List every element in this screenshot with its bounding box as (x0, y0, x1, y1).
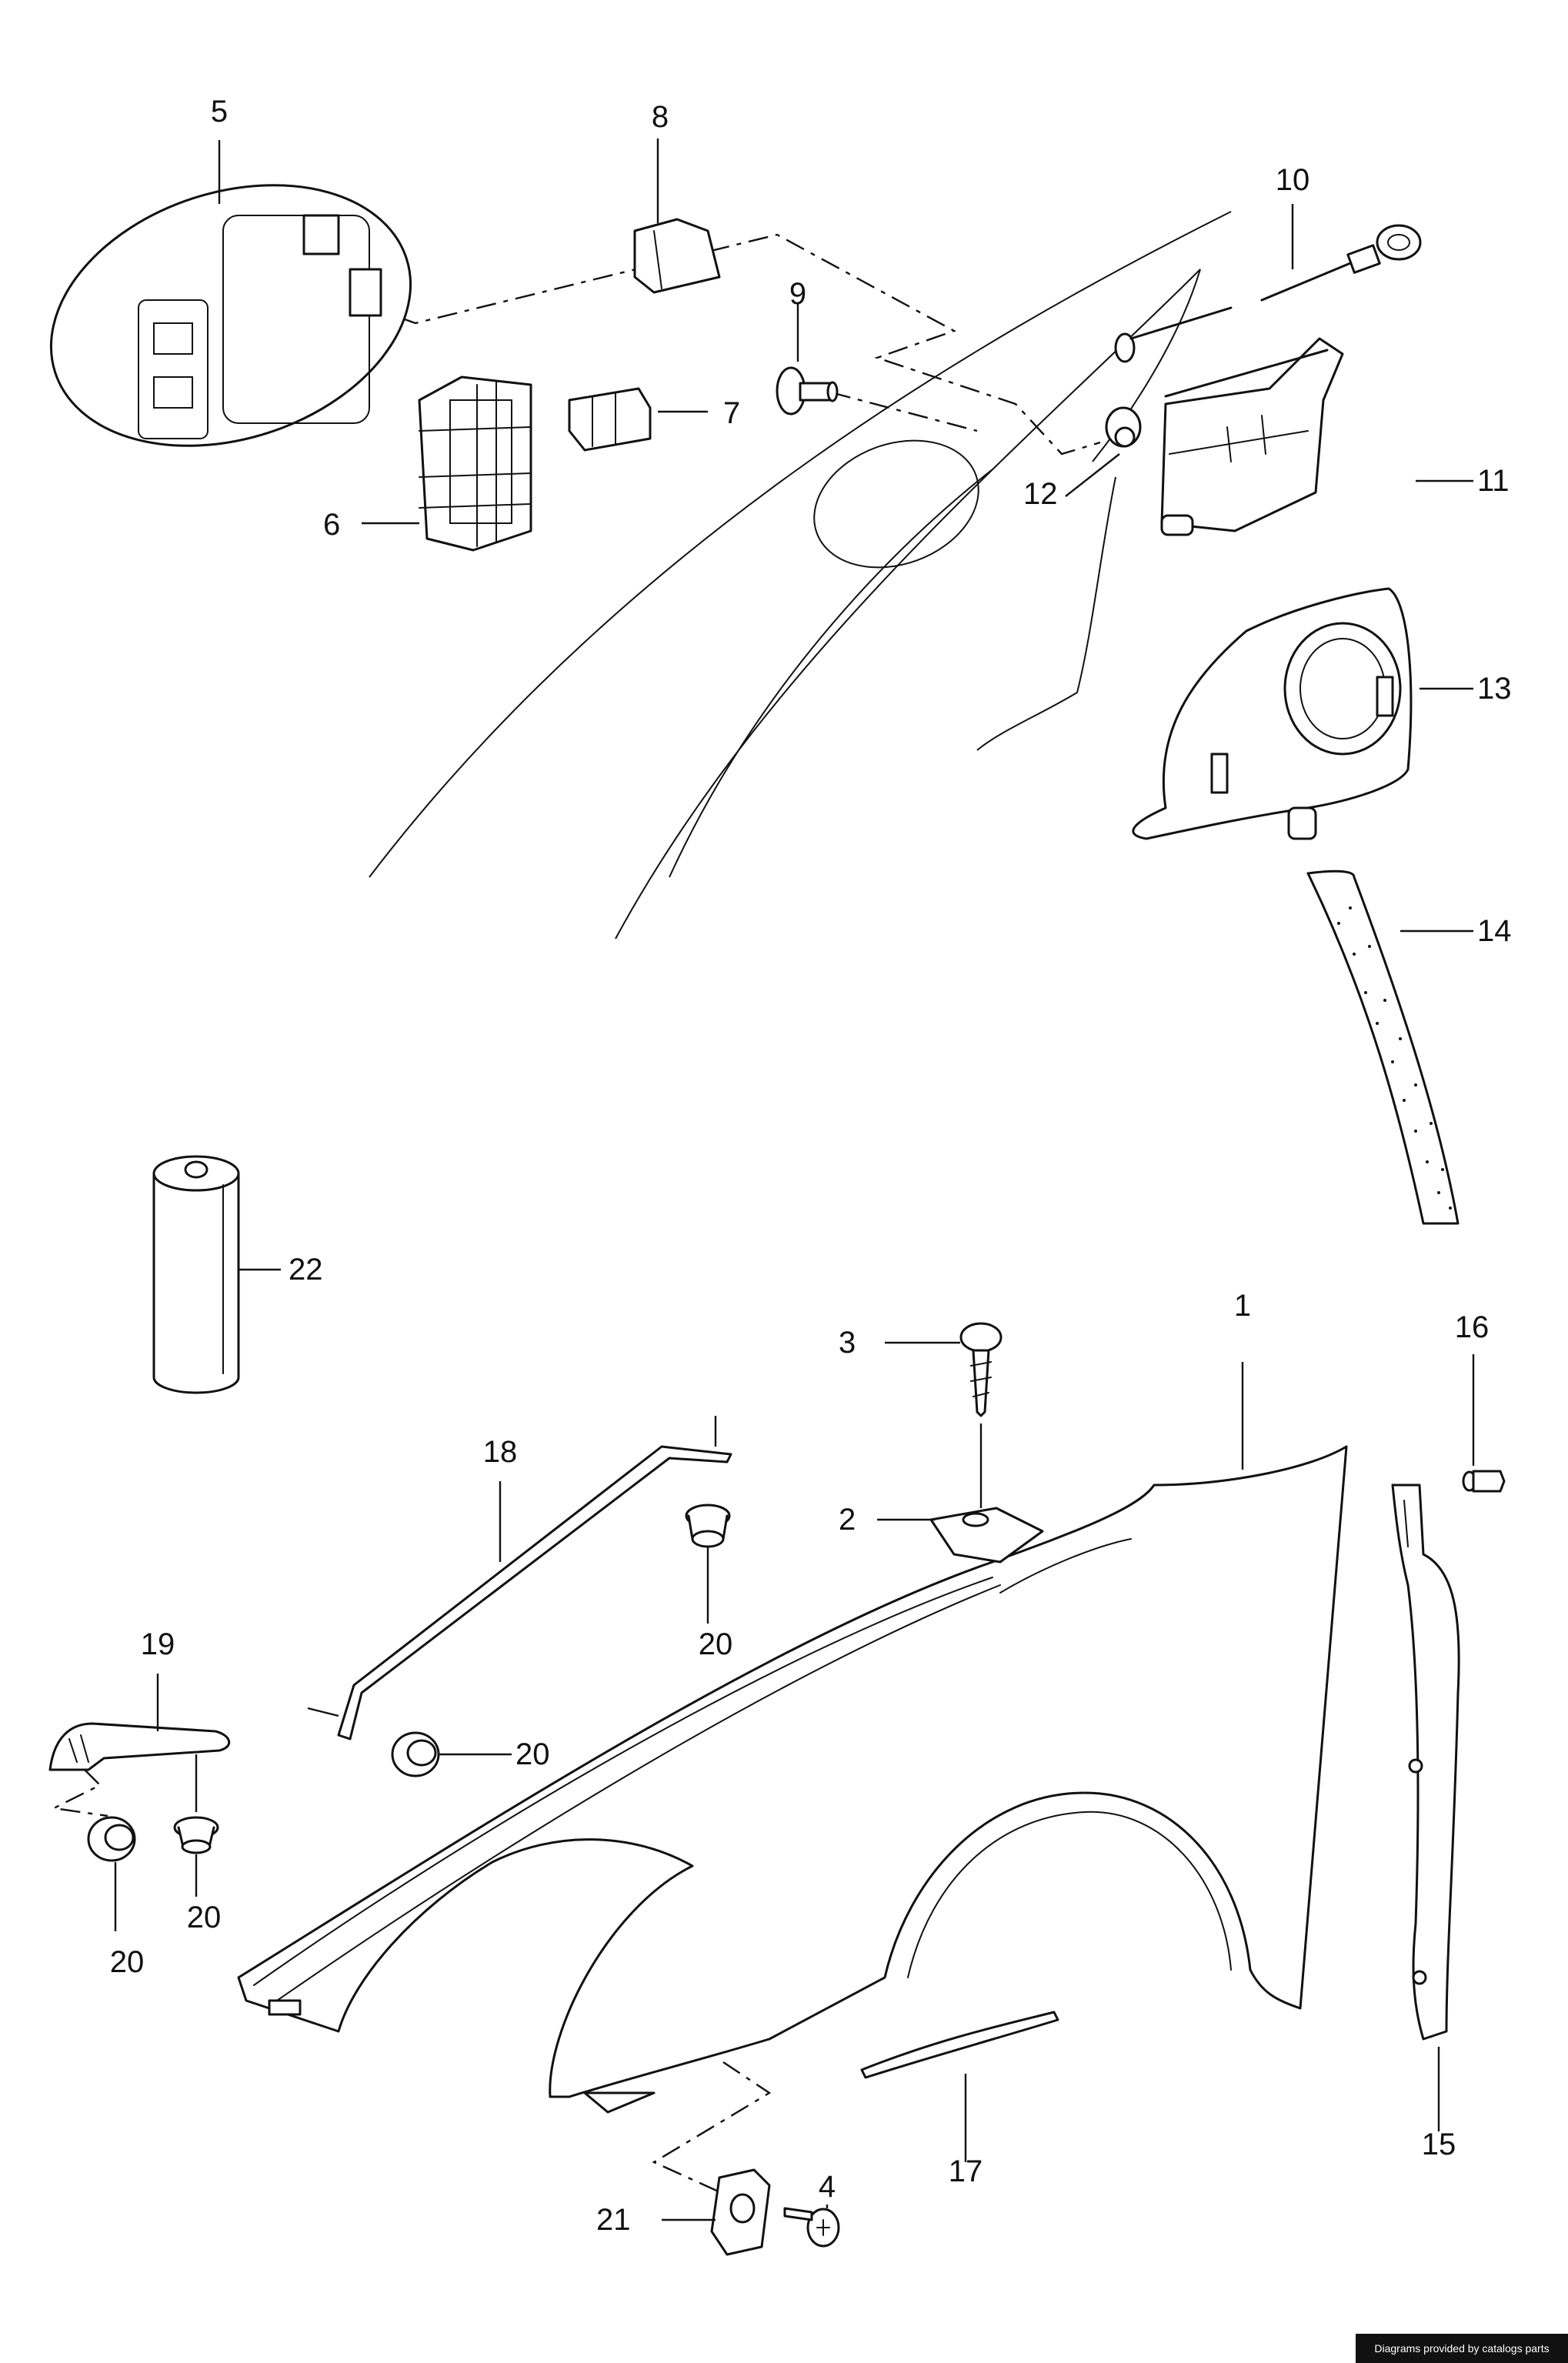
leader-lines (114, 139, 1475, 2221)
part-13-fuel-housing (1132, 587, 1413, 840)
credit-bar: Diagrams provided by catalogs parts (1356, 2334, 1568, 2363)
part-12-grommet (1105, 406, 1142, 448)
callout-11: 11 (1477, 464, 1510, 498)
callout-19: 19 (141, 1627, 175, 1661)
callout-20-b: 20 (515, 1737, 550, 1771)
callout-22: 22 (289, 1253, 323, 1287)
part-21-clip-nut (710, 2168, 771, 2256)
callout-3: 3 (839, 1326, 856, 1360)
callout-5: 5 (211, 95, 228, 128)
callout-7: 7 (723, 396, 740, 430)
callout-6: 6 (323, 508, 340, 542)
callout-21: 21 (596, 2203, 631, 2237)
part-6-bracket (418, 375, 532, 552)
part-1-front-fender (237, 1445, 1348, 2114)
part-2-clip-nut (929, 1507, 1044, 1564)
part-14-hose (1306, 869, 1460, 1225)
body-outline-lines (369, 211, 1232, 940)
part-18-strut (307, 1416, 732, 1741)
part-20-nut-b (391, 1731, 440, 1777)
part-20-nut-c (87, 1816, 136, 1862)
part-4-screw (783, 2207, 840, 2248)
callout-20-c: 20 (187, 1901, 222, 1934)
part-15-liner (1391, 1484, 1460, 2041)
part-7-clip (568, 387, 652, 452)
callout-15: 15 (1422, 2128, 1456, 2161)
part-20-nut-d (173, 1816, 219, 1854)
callout-13: 13 (1477, 672, 1512, 706)
credit-text: Diagrams provided by catalogs parts (1374, 2342, 1550, 2355)
part-11-actuator (1160, 337, 1344, 536)
callout-8: 8 (652, 100, 669, 134)
part-5-fuel-flap (49, 184, 412, 447)
callout-20-a: 20 (699, 1627, 733, 1661)
callout-numbers: 5 8 10 9 7 6 11 12 13 14 22 1 16 3 18 2 … (110, 95, 1512, 2237)
part-8-cap (633, 218, 721, 294)
part-9-pin (776, 366, 839, 416)
callout-12: 12 (1023, 477, 1058, 511)
callout-14: 14 (1477, 914, 1512, 948)
part-20-nut-a (685, 1504, 731, 1624)
callout-20-d: 20 (110, 1945, 145, 1979)
callout-10: 10 (1276, 163, 1310, 197)
assembly-dash-lines (51, 233, 1101, 2202)
part-22-cartridge (152, 1155, 240, 1394)
callout-17: 17 (949, 2154, 983, 2188)
callout-18: 18 (483, 1435, 518, 1469)
part-3-screw (959, 1322, 1003, 1508)
callout-1: 1 (1234, 1289, 1251, 1323)
callout-4: 4 (819, 2170, 836, 2204)
callout-16: 16 (1455, 1310, 1490, 1344)
part-16-clip (1462, 1470, 1506, 1493)
callout-2: 2 (839, 1503, 856, 1537)
part-17-trim-strip (860, 2011, 1059, 2079)
part-10-cable (1114, 224, 1422, 363)
callout-9: 9 (789, 277, 806, 311)
part-19-bracket (48, 1722, 230, 1812)
